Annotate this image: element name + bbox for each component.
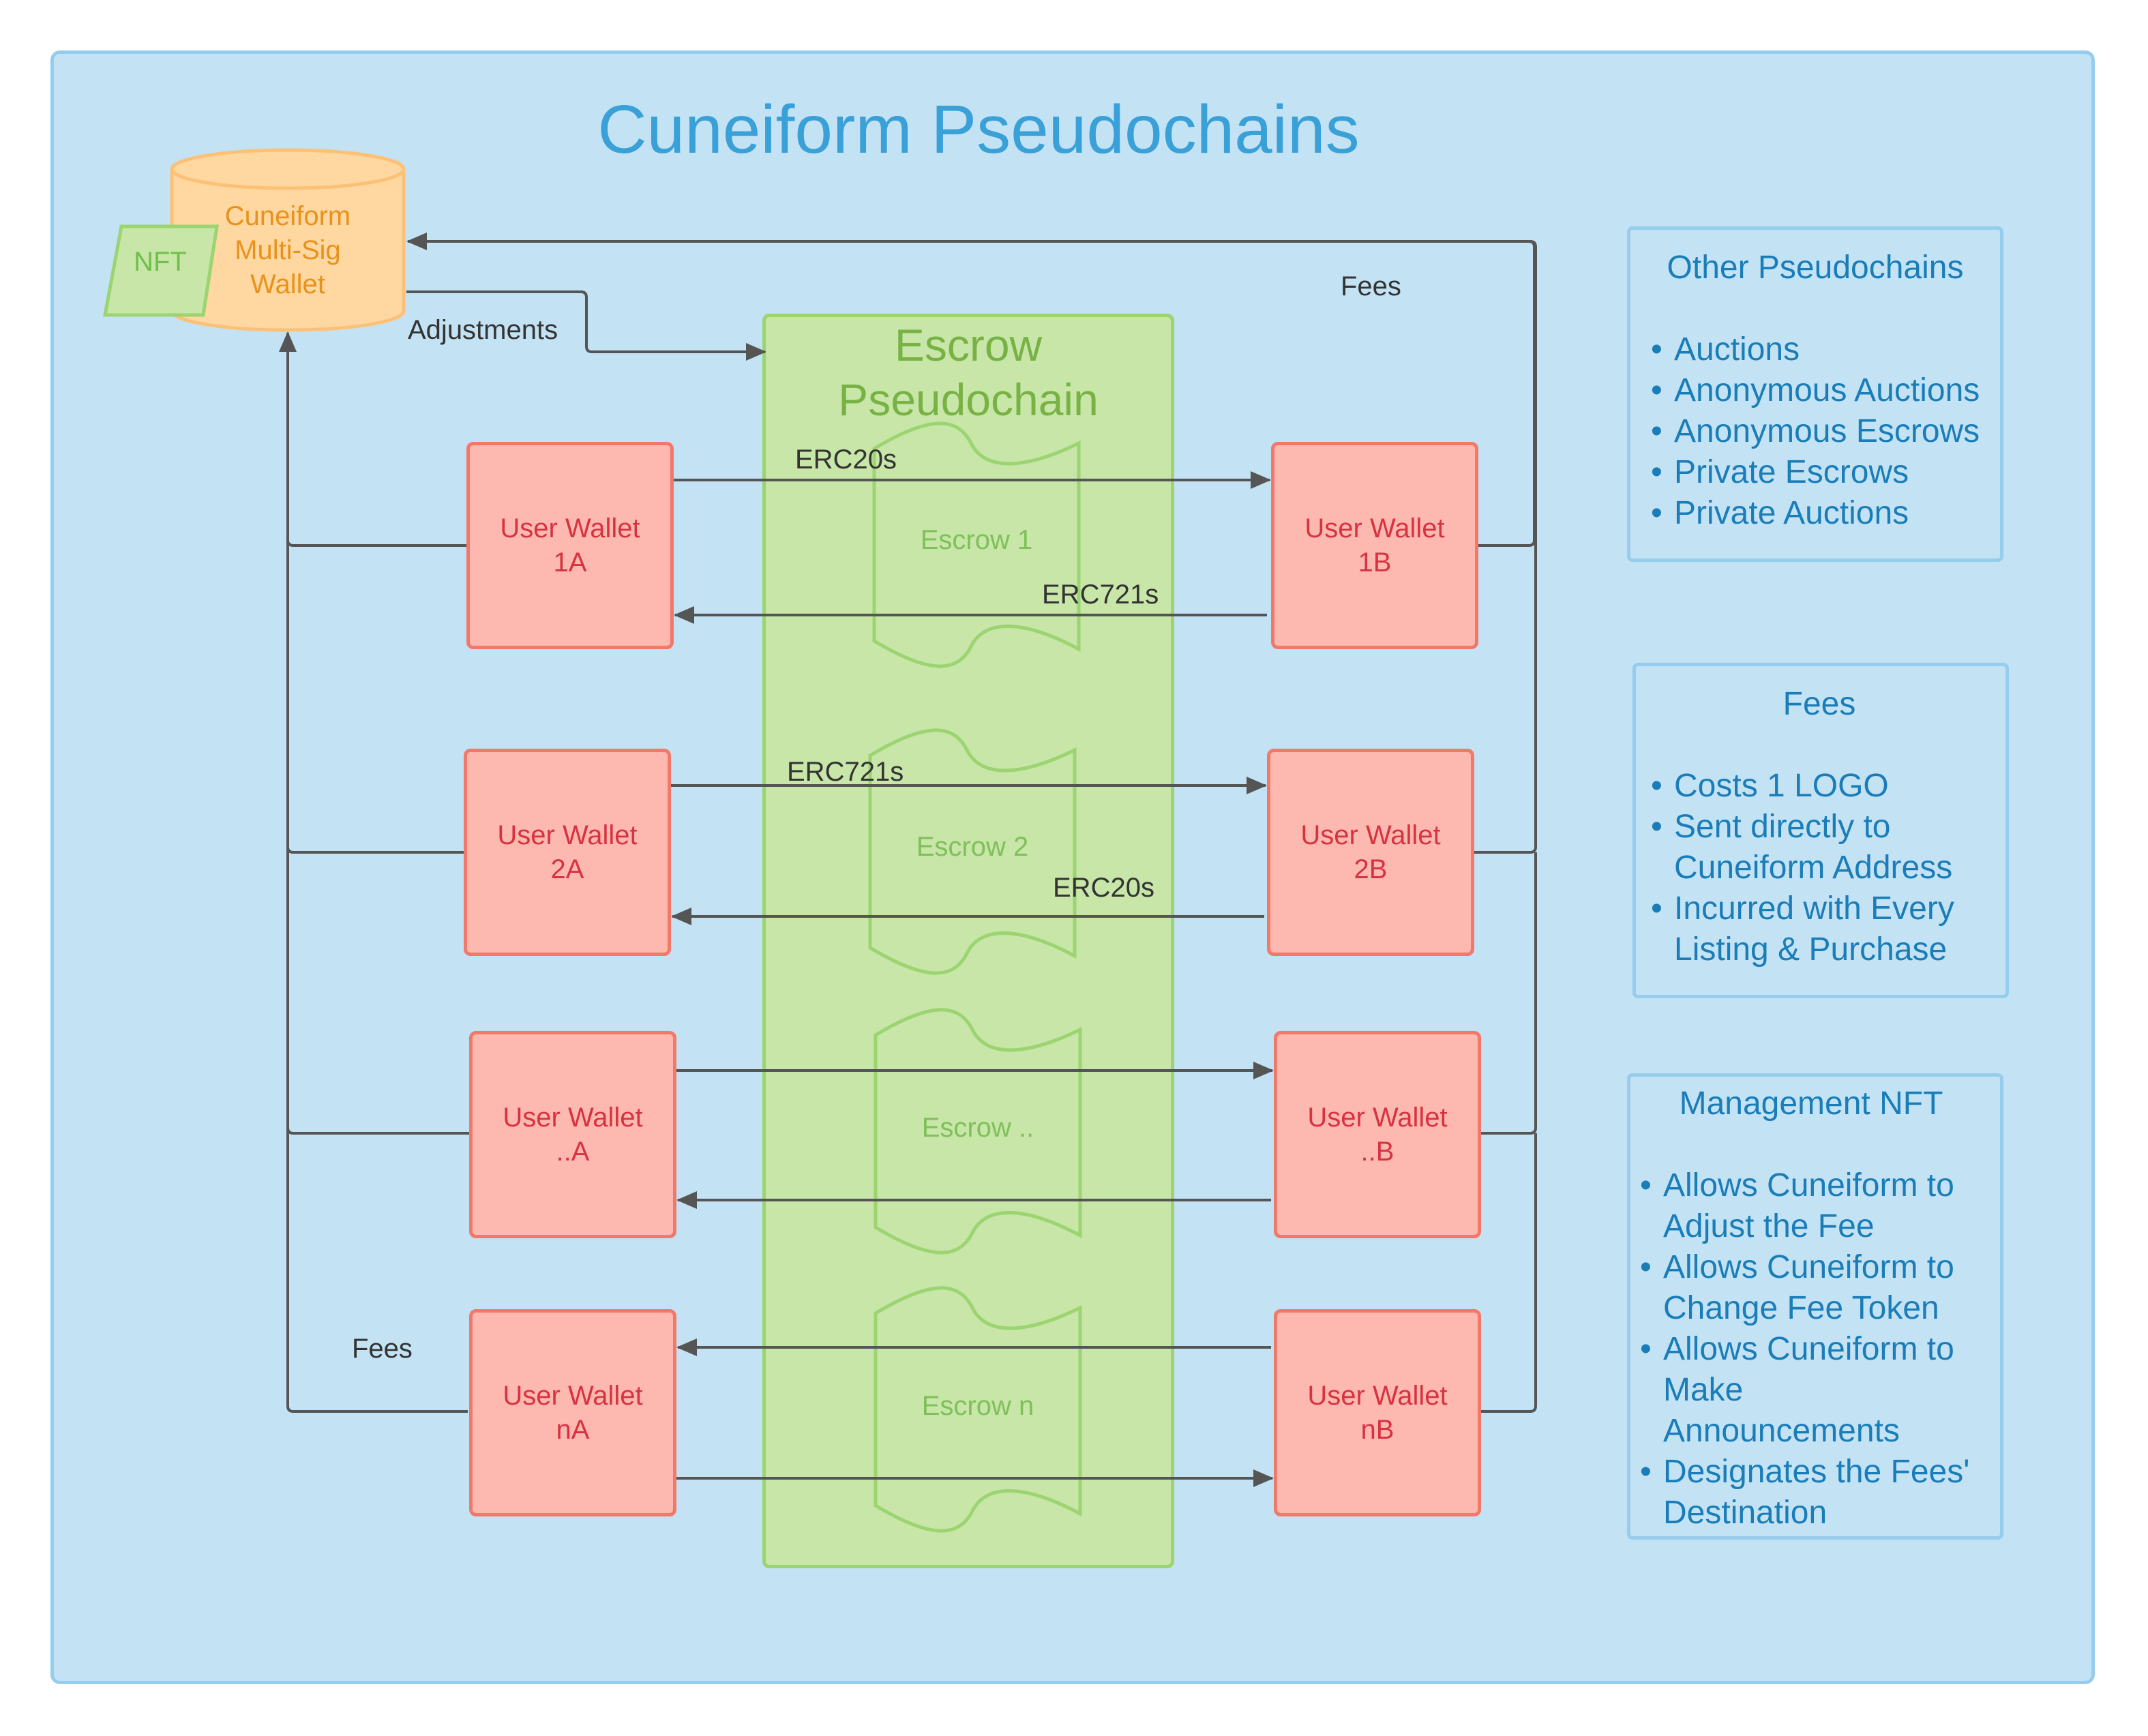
list-item: Anonymous Escrows <box>1647 411 2000 452</box>
list-item: Designates the Fees' Destination <box>1636 1452 1986 1533</box>
fees-trunk-left <box>279 331 468 1413</box>
row1-top-label: ERC20s <box>795 445 897 475</box>
fees-label-top: Fees <box>1341 271 1401 301</box>
user-wallet-nb-dots: User Wallet ..B <box>1274 1031 1481 1238</box>
escrow-4-label: Escrow n <box>921 1391 1034 1421</box>
list-item: Allows Cuneiform to Adjust the Fee <box>1636 1165 1986 1247</box>
management-nft-title: Management NFT <box>1679 1086 1943 1122</box>
user-wallet-na: User Wallet nA <box>469 1309 676 1516</box>
user-wallet-1a: User Wallet 1A <box>466 442 674 649</box>
row2-bottom-label: ERC20s <box>1053 873 1154 903</box>
fees-box-title: Fees <box>1782 686 1856 722</box>
page-title: Cuneiform Pseudochains <box>597 91 1360 168</box>
escrow-3-label: Escrow .. <box>921 1113 1034 1143</box>
list-item: Auctions <box>1647 329 2000 370</box>
escrow-pseudochain-title: Escrow Pseudochain <box>838 320 1099 425</box>
row2-top-label: ERC721s <box>787 757 904 787</box>
nft-tag-label: NFT <box>134 247 187 277</box>
user-wallet-1b: User Wallet 1B <box>1271 442 1478 649</box>
multisig-wallet-label: Cuneiform Multi-Sig Wallet <box>224 201 351 299</box>
other-pseudochains-title: Other Pseudochains <box>1667 250 1964 286</box>
row1-bottom-label: ERC721s <box>1042 580 1159 610</box>
list-item: Allows Cuneiform to Change Fee Token <box>1636 1247 1986 1329</box>
adjustments-label: Adjustments <box>408 315 558 345</box>
user-wallet-na-dots: User Wallet ..A <box>469 1031 676 1238</box>
fees-label-bottom: Fees <box>352 1334 413 1364</box>
list-item: Costs 1 LOGO <box>1647 766 1992 807</box>
list-item: Private Escrows <box>1647 452 2000 493</box>
adjustments-connector <box>406 290 766 361</box>
list-item: Incurred with Every Listing & Purchase <box>1647 888 1992 970</box>
list-item: Allows Cuneiform to Make Announcements <box>1636 1329 1986 1452</box>
fees-box-list: Costs 1 LOGO Sent directly to Cuneiform … <box>1647 766 1992 970</box>
user-wallet-nb: User Wallet nB <box>1274 1309 1481 1516</box>
multisig-wallet-cylinder <box>170 148 406 332</box>
user-wallet-2a: User Wallet 2A <box>464 749 671 956</box>
management-nft-list: Allows Cuneiform to Adjust the Fee Allow… <box>1636 1165 1986 1533</box>
management-nft-box: Management NFT Allows Cuneiform to Adjus… <box>1627 1073 2003 1540</box>
escrow-scroll-1 <box>872 421 1081 668</box>
list-item: Private Auctions <box>1647 493 2000 534</box>
user-wallet-2b: User Wallet 2B <box>1267 749 1474 956</box>
list-item: Anonymous Auctions <box>1647 370 2000 411</box>
fees-box: Fees Costs 1 LOGO Sent directly to Cunei… <box>1632 663 2009 998</box>
list-item: Sent directly to Cuneiform Address <box>1647 807 1992 888</box>
escrow-scroll-2 <box>868 728 1077 975</box>
other-pseudochains-box: Other Pseudochains Auctions Anonymous Au… <box>1627 226 2003 562</box>
escrow-1-label: Escrow 1 <box>920 525 1033 555</box>
nft-tag-shape <box>102 224 219 317</box>
escrow-2-label: Escrow 2 <box>916 832 1029 862</box>
other-pseudochains-list: Auctions Anonymous Auctions Anonymous Es… <box>1647 329 2000 534</box>
